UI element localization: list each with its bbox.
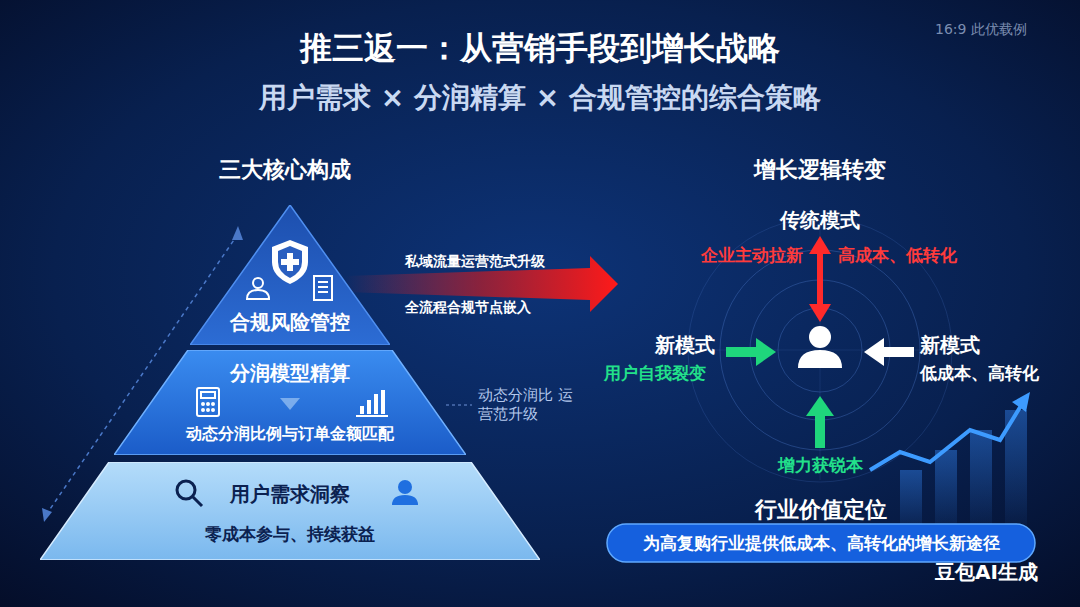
arrow-head <box>42 508 52 522</box>
tier-shape <box>114 350 466 455</box>
watermark: 16:9 此优载例 <box>935 21 1027 39</box>
tier-shape <box>190 205 390 345</box>
person-outline-icon <box>247 278 269 299</box>
pill-shape <box>607 524 1035 562</box>
growth-line <box>870 392 1030 470</box>
shield-icon <box>272 240 308 284</box>
red-double-arrow <box>809 236 831 322</box>
mode-title: 传统模式 <box>780 208 860 233</box>
mode-note: 企业主动拉新 <box>701 245 803 266</box>
node-heading: 分润模型精算 <box>230 361 350 385</box>
magnifier-icon <box>177 481 202 506</box>
arrow-label: 私域流量运营范式升级 <box>405 253 545 271</box>
mode-title: 新模式 <box>920 333 980 358</box>
node-body: 为高复购行业提供低成本、高转化的增长新途径 <box>643 533 1000 553</box>
arrow-label: 全流程合规节点嵌入 <box>405 299 531 317</box>
green-arrow-up <box>806 396 834 448</box>
side-note: 动态分润比 运营范升级 <box>478 386 574 424</box>
user-icon <box>798 326 842 368</box>
white-arrow-left <box>864 338 914 366</box>
tier-shape <box>40 462 540 560</box>
node-heading: 行业价值定位 <box>755 497 887 523</box>
node-body: 动态分润比例与订单金额匹配 <box>186 424 394 443</box>
section-heading: 三大核心构成 <box>219 156 351 184</box>
leader-line <box>446 405 472 406</box>
flow-down-arrow <box>280 398 300 410</box>
section-heading: 增长逻辑转变 <box>754 156 886 184</box>
user-icon <box>392 480 418 505</box>
mode-note: 高成本、低转化 <box>838 245 957 266</box>
bar-chart-icon <box>356 390 388 417</box>
node-body: 零成本参与、持续获益 <box>205 524 375 544</box>
node-heading: 用户需求洞察 <box>230 482 350 506</box>
subtitle: 用户需求 × 分润精算 × 合规管控的综合策略 <box>259 80 821 115</box>
node-outline <box>40 462 540 560</box>
mode-note: 低成本、高转化 <box>920 363 1039 384</box>
page-title: 推三返一：从营销手段到增长战略 <box>300 28 780 68</box>
arrow-head <box>232 226 243 240</box>
pyramid-tier: 用户需求洞察零成本参与、持续获益 <box>40 462 540 560</box>
green-arrow-right <box>726 338 776 366</box>
mode-title: 新模式 <box>655 333 715 358</box>
document-icon <box>314 276 332 300</box>
calculator-icon <box>197 388 219 416</box>
node-heading: 合规风险管控 <box>230 310 350 334</box>
mode-note: 用户自我裂变 <box>604 363 706 384</box>
watermark: 豆包AI生成 <box>935 560 1038 585</box>
pyramid-tier: 合规风险管控 <box>190 205 390 345</box>
value-pill: 行业价值定位为高复购行业提供低成本、高转化的增长新途径 <box>605 496 1037 566</box>
mode-note: 增力获锐本 <box>778 455 863 476</box>
pyramid-tier: 分润模型精算动态分润比例与订单金额匹配 <box>114 350 466 455</box>
